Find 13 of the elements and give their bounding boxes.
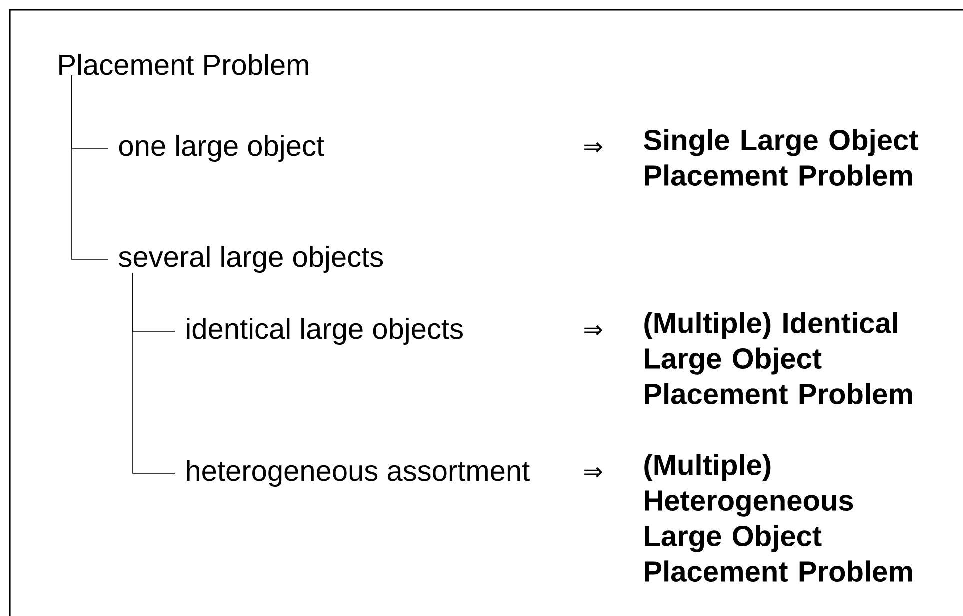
category-label: Placement Problem	[60, 54, 308, 76]
tree-branch	[132, 272, 176, 474]
category-label: several large objects	[119, 246, 384, 274]
implies-symbol: ⇒	[584, 325, 602, 336]
result-label: (Multiple) Heterogeneous Large Object Placement Problem	[644, 454, 912, 582]
implies-symbol: ⇒	[584, 467, 602, 478]
category-label: one large object	[119, 134, 324, 162]
category-label: identical large objects	[187, 318, 463, 346]
result-label: (Multiple) Identical Large Object Placement Problem	[644, 312, 912, 404]
tree-branch	[72, 75, 108, 260]
implies-symbol: ⇒	[584, 142, 602, 153]
category-label: heterogeneous assortment	[187, 460, 530, 488]
result-label: Single Large Object Placement Problem	[644, 129, 918, 186]
